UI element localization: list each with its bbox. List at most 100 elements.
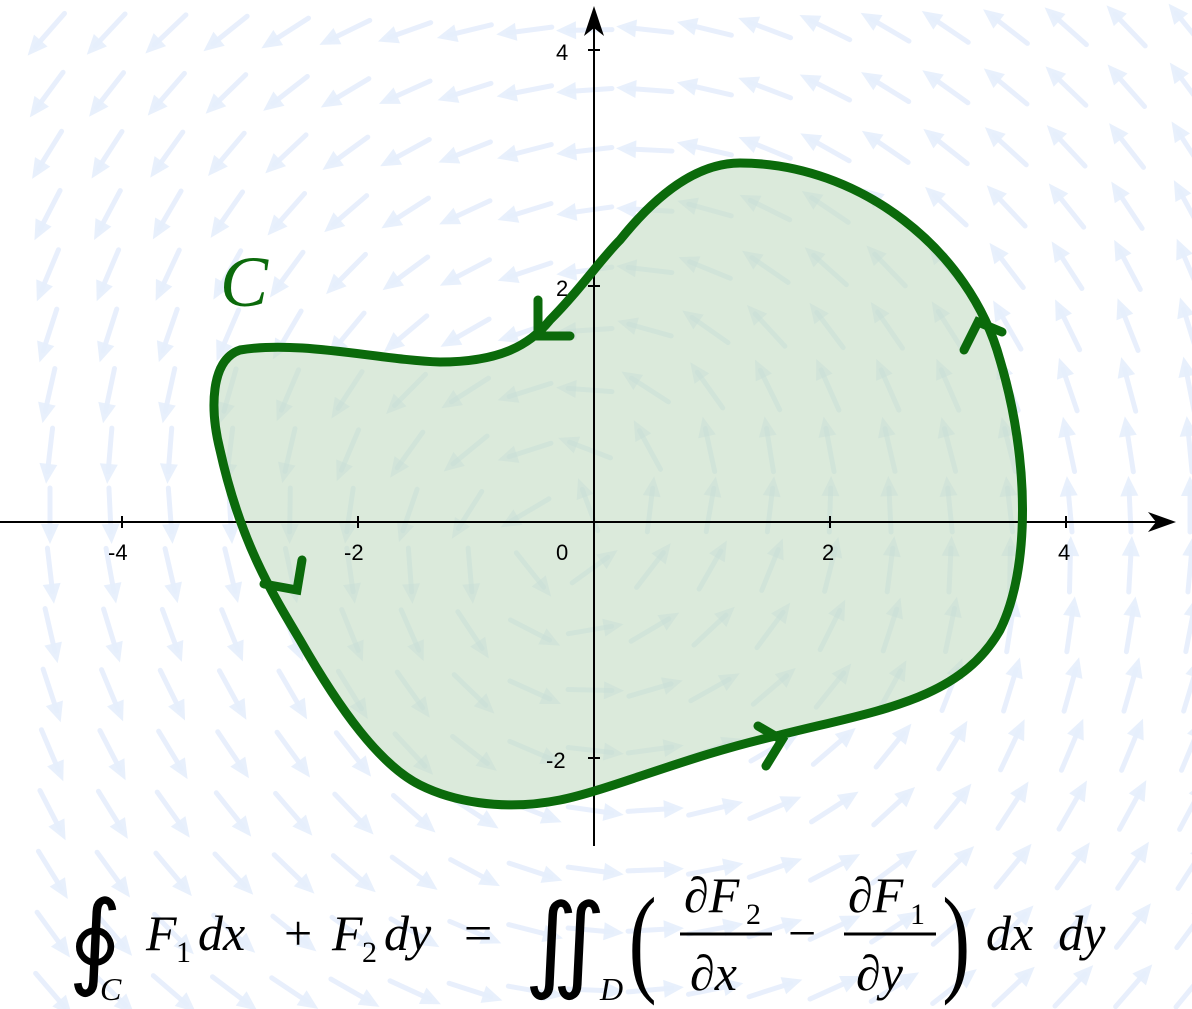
vector-field-arrow: [392, 731, 428, 769]
vector-field-arrowhead: [722, 858, 744, 877]
vector-field-arrowhead: [556, 380, 577, 398]
vector-field-arrowhead: [953, 846, 975, 867]
vector-field-arrowhead: [49, 877, 68, 899]
vector-field-arrowhead: [293, 873, 315, 894]
vector-field-arrowhead: [169, 757, 188, 780]
vector-field-arrow: [1007, 545, 1013, 595]
left-paren: (: [629, 875, 657, 1007]
vector-field-arrowhead: [931, 301, 951, 324]
vector-field-arrowhead: [739, 194, 762, 212]
vector-field-arrowhead: [923, 128, 945, 149]
vector-field-arrowhead: [412, 754, 434, 775]
vector-field-arrowhead: [556, 81, 577, 100]
vector-field-arrowhead: [94, 218, 112, 241]
region-subscript: D: [599, 971, 623, 1007]
vector-field-arrowhead: [831, 663, 852, 685]
vector-field-arrowhead: [156, 340, 174, 363]
vector-field-arrow: [823, 425, 837, 475]
vector-field-arrow: [686, 201, 734, 219]
vector-field-arrowhead: [997, 417, 1016, 439]
vector-field-arrowhead: [27, 34, 48, 56]
vector-field-arrow: [451, 672, 489, 708]
vector-field-arrowhead: [603, 922, 624, 941]
vector-field-arrowhead: [642, 476, 661, 498]
vector-field-arrowhead: [816, 358, 833, 381]
frac1-denominator: ∂x: [690, 945, 737, 1001]
vector-field-arrowhead: [621, 371, 644, 390]
vector-field-arrowhead: [339, 522, 357, 544]
vector-field-arrowhead: [213, 277, 231, 300]
vector-field-arrowhead: [105, 640, 123, 663]
vector-field-arrowhead: [676, 78, 699, 96]
vector-field-arrowhead: [895, 849, 918, 869]
vector-field-arrowhead: [164, 581, 182, 604]
vector-field-arrowhead: [37, 340, 55, 363]
vector-field-arrowhead: [838, 915, 861, 933]
vector-field-arrowhead: [478, 868, 500, 887]
vector-field-arrowhead: [496, 22, 518, 41]
vector-field-arrowhead: [162, 523, 181, 544]
vector-field-arrowhead: [1011, 843, 1032, 865]
vector-field-arrowhead: [839, 975, 861, 993]
vector-field-arrowhead: [921, 11, 944, 30]
vector-field-arrow: [688, 676, 732, 704]
x-tick-label: 4: [1058, 540, 1070, 565]
vector-field-arrowhead: [616, 200, 637, 219]
vector-field-arrowhead: [228, 697, 247, 720]
vector-field-arrowhead: [1177, 297, 1192, 320]
vector-field-arrowhead: [231, 815, 252, 837]
vector-field-arrowhead: [888, 660, 907, 683]
vector-field-arrowhead: [1179, 416, 1192, 437]
vector-field-arrowhead: [221, 523, 240, 544]
vector-field-arrowhead: [709, 540, 727, 563]
vector-field-arrowhead: [343, 582, 361, 604]
vector-field-arrowhead: [891, 723, 912, 745]
vector-field-arrowhead: [762, 476, 781, 498]
vector-field-arrowhead: [480, 985, 503, 1003]
vector-field-arrowhead: [414, 812, 436, 833]
vector-field-arrowhead: [558, 436, 581, 454]
vector-field-arrowhead: [896, 911, 919, 930]
vector-field-arrow: [626, 681, 674, 699]
vector-field-arrowhead: [616, 80, 637, 98]
vector-field-arrow: [507, 678, 553, 702]
vector-field-arrowhead: [91, 156, 110, 179]
vector-field-arrowhead: [531, 575, 552, 597]
vector-field-arrowhead: [107, 699, 124, 722]
vector-field-arrowhead: [651, 543, 671, 565]
vector-field-arrowhead: [983, 68, 1005, 89]
vector-field-arrowhead: [556, 142, 578, 161]
vector-field-arrowhead: [925, 186, 946, 208]
x-tick-label: 2: [822, 540, 834, 565]
vector-field-arrowhead: [381, 209, 404, 229]
vector-field-arrowhead: [556, 203, 578, 221]
vector-field-arrowhead: [42, 582, 61, 604]
vector-field-arrowhead: [473, 693, 495, 714]
term2-d: dy: [384, 905, 432, 961]
region-d: [214, 163, 1023, 805]
vector-field-arrowhead: [377, 26, 400, 44]
vector-field-arrowhead: [402, 583, 421, 604]
vector-field-arrowhead: [1168, 3, 1189, 25]
vector-field-arrowhead: [267, 214, 288, 236]
vector-field-arrowhead: [809, 302, 829, 325]
vector-field-arrowhead: [416, 870, 438, 890]
vector-field-arrow: [400, 486, 420, 534]
vector-field-arrowhead: [662, 739, 684, 758]
vector-field-arrowhead: [441, 389, 464, 409]
vector-field-arrowhead: [280, 523, 299, 544]
vector-field-arrowhead: [166, 639, 184, 662]
vector-field-arrow: [282, 426, 298, 474]
vector-field-arrowhead: [866, 245, 887, 267]
vector-field-arrow: [687, 259, 733, 281]
vector-field-arrowhead: [265, 153, 286, 174]
term1-d: dx: [198, 905, 245, 961]
vector-field-arrow: [818, 367, 842, 413]
vector-field-arrowhead: [556, 21, 577, 40]
vector-field-arrowhead: [89, 95, 109, 117]
vector-field-arrowhead: [922, 70, 944, 90]
vector-field-arrowhead: [603, 681, 624, 700]
vector-field-arrow: [1004, 485, 1016, 535]
vector-field-arrowhead: [698, 416, 716, 439]
vector-field-arrowhead: [676, 138, 699, 156]
